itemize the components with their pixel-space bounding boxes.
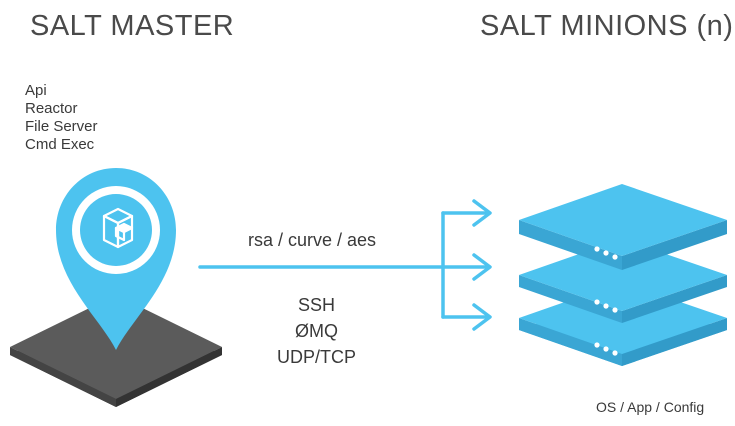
transport-udp-tcp: UDP/TCP [277, 347, 357, 367]
transport-zeromq: ØMQ [295, 321, 338, 341]
connection-arrows [198, 199, 492, 331]
minion-server-2 [519, 239, 727, 323]
cube-box-icon [102, 207, 134, 249]
platform-dots [83, 395, 107, 409]
component-reactor: Reactor [25, 100, 78, 117]
component-file-server: File Server [25, 118, 98, 135]
minion-server-1 [519, 184, 727, 270]
transport-ssh: SSH [298, 295, 336, 315]
component-cmd-exec: Cmd Exec [25, 136, 95, 153]
encryption-label: rsa / curve / aes [248, 230, 377, 250]
arrowhead-top [472, 199, 492, 227]
master-pin [56, 168, 176, 350]
minions-title: SALT MINIONS (n) [480, 10, 734, 42]
master-component-list: Api Reactor File Server Cmd Exec [25, 82, 98, 154]
arrowhead-bottom [472, 303, 492, 331]
component-api: Api [25, 82, 47, 99]
minion-server-stack [519, 184, 727, 366]
arrowhead-middle [472, 253, 492, 281]
transport-list: SSH ØMQ UDP/TCP [277, 292, 356, 370]
minion-footer-label: OS / App / Config [596, 399, 705, 415]
master-title: SALT MASTER [30, 10, 235, 42]
